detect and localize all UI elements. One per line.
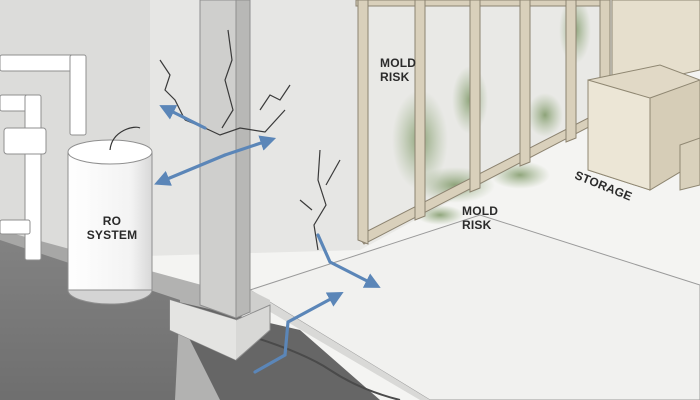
mold-spot-icon <box>527 93 563 137</box>
mold-risk-floor-line1: MOLD <box>462 204 499 218</box>
storage-boxes <box>587 0 700 191</box>
ro-system-tank <box>67 126 153 305</box>
crack-icon <box>159 59 186 121</box>
cracks <box>159 29 341 251</box>
crack-icon <box>299 199 313 211</box>
water-flow-arrow-icon <box>223 135 277 157</box>
crack-icon <box>221 29 234 129</box>
ro-system-label-line2: SYSTEM <box>86 228 138 242</box>
water-arrows <box>154 105 381 374</box>
water-flow-arrow-icon <box>316 233 381 288</box>
crack-icon <box>259 84 291 111</box>
mold-risk-floor-line2: RISK <box>462 218 492 232</box>
back-wall <box>0 0 360 265</box>
crack-icon <box>313 149 327 251</box>
mold-risk-floor-label: MOLD RISK <box>462 204 522 232</box>
ro-system-label: RO SYSTEM <box>82 214 142 242</box>
water-flow-arrow-icon <box>253 291 344 374</box>
ro-system-label-line1: RO <box>102 214 122 228</box>
mold-risk-wall-label: MOLD RISK <box>380 56 440 84</box>
mold-risk-wall-line2: RISK <box>380 70 410 84</box>
water-flow-arrow-icon <box>159 105 207 130</box>
crack-icon <box>325 159 341 186</box>
plumbing-pipes <box>0 54 87 261</box>
mold-risk-wall-line1: MOLD <box>380 56 417 70</box>
water-flow-arrow-icon <box>154 153 227 186</box>
